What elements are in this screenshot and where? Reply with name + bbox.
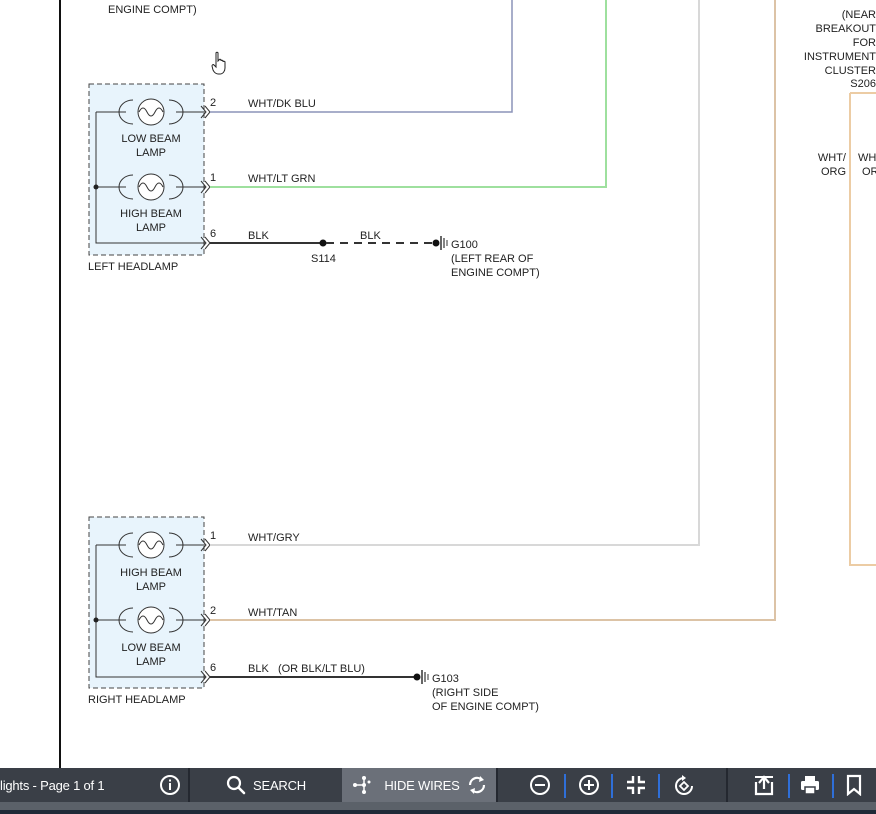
wire-label: BLK (OR BLK/LT BLU): [248, 663, 365, 675]
hide-wires-label: HIDE WIRES: [384, 777, 460, 793]
right-low-beam-label: LAMP: [136, 656, 166, 668]
right-note-line: FOR: [853, 37, 876, 49]
search-icon: [226, 775, 246, 795]
right-note-line: CLUSTER: [825, 65, 876, 77]
splice-label: S114: [311, 253, 336, 265]
info-icon: [160, 775, 180, 795]
page-title-text: lights - Page 1 of 1: [0, 777, 105, 793]
wire-label-wh: WH: [858, 152, 876, 164]
print-button[interactable]: [791, 768, 829, 802]
toolbar-bottom-strip: [0, 802, 876, 814]
hide-wires-button[interactable]: HIDE WIRES: [342, 768, 496, 802]
wire-label: WHT/TAN: [248, 607, 297, 619]
wire-label-wh: OR: [862, 166, 876, 178]
left-junction-dot: [93, 184, 99, 190]
left-high-beam-lamp-symbol: [118, 173, 184, 201]
ground-desc: ENGINE COMPT): [451, 267, 540, 279]
zoom-in-button[interactable]: [568, 768, 610, 802]
zoom-out-button[interactable]: [520, 768, 560, 802]
search-label: SEARCH: [253, 777, 306, 793]
print-icon: [801, 776, 819, 795]
left-high-beam-label: HIGH BEAM: [120, 208, 182, 220]
ground-desc: (LEFT REAR OF: [451, 253, 534, 265]
zoom-in-icon: [579, 775, 599, 795]
pin-number: 1: [210, 530, 216, 542]
wire-label: BLK: [248, 230, 269, 242]
right-note-line: S206: [850, 78, 876, 90]
hand-cursor-icon: [211, 51, 226, 75]
pin-number: 1: [210, 172, 216, 184]
left-headlamp-internal-wiring: [95, 111, 205, 244]
bottom-toolbar: lights - Page 1 of 1 SEARCH HIDE WIRES: [0, 768, 876, 814]
right-note-line: INSTRUMENT: [804, 51, 876, 63]
left-low-beam-label: LOW BEAM: [121, 133, 180, 145]
ground-symbol-g100: [432, 236, 448, 250]
pin-number: 6: [210, 662, 216, 674]
bookmark-icon: [846, 774, 862, 796]
wire-wht-gry: [210, 0, 700, 546]
left-high-beam-label: LAMP: [136, 222, 166, 234]
wire-label-wht-org: ORG: [821, 166, 846, 178]
ground-desc: OF ENGINE COMPT): [432, 701, 539, 713]
right-high-beam-label: HIGH BEAM: [120, 567, 182, 579]
wire-wht-tan: [210, 0, 776, 621]
wire-label-wht-org: WHT/: [818, 152, 847, 164]
rotate-button[interactable]: [662, 768, 706, 802]
right-headlamp-title: RIGHT HEADLAMP: [88, 694, 186, 706]
wiring-diagram: ENGINE COMPT) (NEAR BREAKOUT FOR INSTRUM…: [59, 0, 876, 768]
info-button[interactable]: [152, 768, 188, 802]
right-note-line: BREAKOUT: [815, 23, 876, 35]
left-low-beam-lamp-symbol: [118, 98, 184, 126]
wire-wht-dk-blu: [210, 0, 513, 113]
right-high-beam-lamp-symbol: [118, 531, 184, 559]
ground-desc: (RIGHT SIDE: [432, 687, 498, 699]
ground-label: G103: [432, 673, 459, 685]
ground-symbol-g103: [413, 670, 429, 684]
wire-label: WHT/GRY: [248, 532, 300, 544]
wire-wht-lt-grn: [210, 0, 607, 188]
fit-icon: [627, 776, 645, 794]
wire-label: BLK: [360, 230, 381, 242]
right-junction-dot: [93, 617, 99, 623]
search-button[interactable]: SEARCH: [190, 768, 342, 802]
ground-label: G100: [451, 239, 478, 251]
right-low-beam-lamp-symbol: [118, 606, 184, 634]
share-button[interactable]: [744, 768, 784, 802]
right-high-beam-label: LAMP: [136, 581, 166, 593]
splice-dot: [319, 239, 327, 247]
pin-number: 6: [210, 228, 216, 240]
wire-label: WHT/DK BLU: [248, 98, 316, 110]
left-low-beam-label: LAMP: [136, 147, 166, 159]
right-headlamp-internal-wiring: [95, 544, 205, 678]
pin-number: 2: [210, 97, 216, 109]
right-low-beam-label: LOW BEAM: [121, 642, 180, 654]
zoom-out-icon: [530, 775, 550, 795]
refresh-icon: [468, 776, 485, 794]
left-headlamp-title: LEFT HEADLAMP: [88, 261, 178, 273]
wire-label: WHT/LT GRN: [248, 173, 315, 185]
page-title: lights - Page 1 of 1: [0, 768, 158, 802]
top-left-label: ENGINE COMPT): [108, 4, 197, 16]
pin-number: 2: [210, 605, 216, 617]
wire-wht-org: [849, 92, 876, 566]
bookmark-button[interactable]: [836, 768, 872, 802]
share-icon: [754, 775, 774, 796]
fit-button[interactable]: [615, 768, 657, 802]
wires-icon: [353, 776, 371, 794]
rotate-icon: [675, 775, 693, 795]
right-note-line: (NEAR: [842, 9, 876, 21]
